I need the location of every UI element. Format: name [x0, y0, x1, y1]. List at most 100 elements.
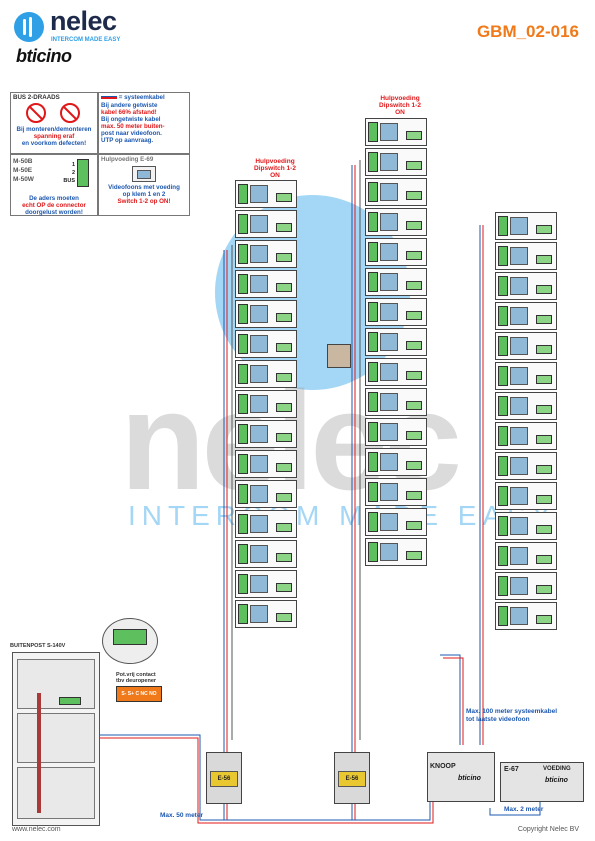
connector-icon: [77, 159, 89, 187]
videophone-unit: [235, 300, 297, 328]
videophone-unit: [235, 480, 297, 508]
footer-copyright: Copyright Nelec BV: [517, 826, 579, 833]
videophone-unit: [495, 452, 557, 480]
aux-power-title: Hulpvoeding E-69: [101, 156, 154, 163]
videophone-unit: [495, 362, 557, 390]
videophone-unit: [365, 298, 427, 326]
max-2-note: Max. 2 meter: [504, 806, 544, 813]
max-50-note: Max. 50 meter: [160, 812, 203, 819]
outdoor-station-label: BUITENPOST S-140V: [10, 643, 66, 649]
videophone-unit: [235, 600, 297, 628]
connector-zoom: [102, 618, 158, 664]
aders-line-3: doorgelust worden!: [25, 209, 83, 216]
brand-name: nelec: [50, 6, 117, 36]
videophone-unit: [495, 542, 557, 570]
aders-line-1: De aders moeten: [29, 195, 79, 202]
videophone-unit: [495, 332, 557, 360]
videophone-unit: [235, 360, 297, 388]
videophone-unit: [365, 328, 427, 356]
videophone-unit: [235, 510, 297, 538]
aders-line-2: echt OP de connector: [22, 202, 86, 209]
bus-note-3: en voorkom defecten!: [21, 140, 87, 147]
videophone-unit: [365, 538, 427, 566]
brand-tagline: INTERCOM MADE EASY: [51, 37, 121, 43]
videophone-unit: [495, 242, 557, 270]
videophone-unit: [365, 418, 427, 446]
e67-label: E-67: [504, 766, 519, 773]
videophone-unit: [365, 448, 427, 476]
bus-note-2: spanning eraf: [33, 133, 75, 140]
videophone-unit: [495, 212, 557, 240]
e67-power-module: E-67 VOEDING bticino: [500, 762, 584, 802]
aux-power-box: Hulpvoeding E-69 Videofoons met voeding …: [98, 154, 190, 216]
no-tools-icon: [26, 103, 80, 123]
document-id: GBM_02-016: [476, 22, 579, 41]
cable-line-2: kabel 66% afstand!: [101, 109, 157, 116]
videophone-unit: [365, 388, 427, 416]
videophone-unit: [235, 450, 297, 478]
videophone-unit: [235, 210, 297, 238]
cable-line-5: post naar videofoon.: [101, 130, 162, 137]
aux-power-line-1: Videofoons met voeding: [108, 184, 180, 191]
videophone-unit: [235, 540, 297, 568]
model-m50w: M-50W: [13, 176, 34, 183]
videophone-unit: [235, 240, 297, 268]
model-m50b: M-50B: [13, 158, 33, 165]
videophone-unit: [365, 508, 427, 536]
videophone-unit: [235, 180, 297, 208]
cable-line-6: UTP op aanvraag.: [101, 137, 154, 144]
videophone-unit: [495, 602, 557, 630]
videophone-unit: [495, 272, 557, 300]
videophone-unit: [365, 268, 427, 296]
videophone-unit: [365, 358, 427, 386]
aux-power-line-3: Switch 1-2 op ON!: [117, 198, 171, 205]
videophone-unit: [235, 420, 297, 448]
bus-note-1: Bij monteren/demonteren: [16, 126, 92, 133]
videophone-unit: [495, 482, 557, 510]
knoop-brand: bticino: [458, 775, 481, 782]
contact-terminal: S- S+ C NC NO: [116, 686, 162, 702]
cable-info-box: = systeemkabel Bij andere getwiste kabel…: [98, 92, 190, 154]
model-m50e: M-50E: [13, 167, 33, 174]
videophone-unit: [495, 512, 557, 540]
videophone-unit: [365, 148, 427, 176]
videophone-unit: [365, 118, 427, 146]
terminal-1: 1: [71, 162, 75, 168]
videophone-unit: [365, 178, 427, 206]
partner-logo: bticino: [16, 46, 72, 66]
terminal-bus: BUS: [63, 178, 75, 184]
videophone-unit: [495, 422, 557, 450]
distributor-box: [327, 344, 351, 368]
videophone-unit: [495, 392, 557, 420]
models-box: M-50B M-50E M-50W 1 2 BUS De aders moete…: [10, 154, 98, 216]
cable-line-3: Bij ongetwiste kabel: [101, 116, 161, 123]
bus-warning-box: BUS 2-DRAADS Bij monteren/demonteren spa…: [10, 92, 98, 154]
voeding-label: VOEDING: [543, 766, 571, 772]
bus-title: BUS 2-DRAADS: [13, 94, 60, 101]
e67-brand: bticino: [545, 777, 568, 784]
videophone-icon: [132, 166, 156, 182]
terminal-2: 2: [71, 170, 75, 176]
videophone-unit: [235, 330, 297, 358]
power-supply-mid: E-56: [334, 752, 370, 804]
videophone-unit: [235, 570, 297, 598]
videophone-unit: [365, 208, 427, 236]
nelec-logo-icon: [14, 12, 44, 42]
aux-power-line-2: op klem 1 en 2: [122, 191, 166, 198]
cable-line-4: max. 50 meter buiten-: [101, 123, 165, 130]
videophone-unit: [235, 390, 297, 418]
videophone-unit: [495, 572, 557, 600]
footer-url[interactable]: www.nelec.com: [12, 826, 61, 833]
knoop-label: KNOOP: [430, 763, 456, 770]
knoop-module: KNOOP bticino: [427, 752, 495, 802]
videophone-unit: [365, 238, 427, 266]
outdoor-station: [12, 652, 100, 826]
videophone-unit: [235, 270, 297, 298]
videophone-unit: [365, 478, 427, 506]
videophone-unit: [495, 302, 557, 330]
